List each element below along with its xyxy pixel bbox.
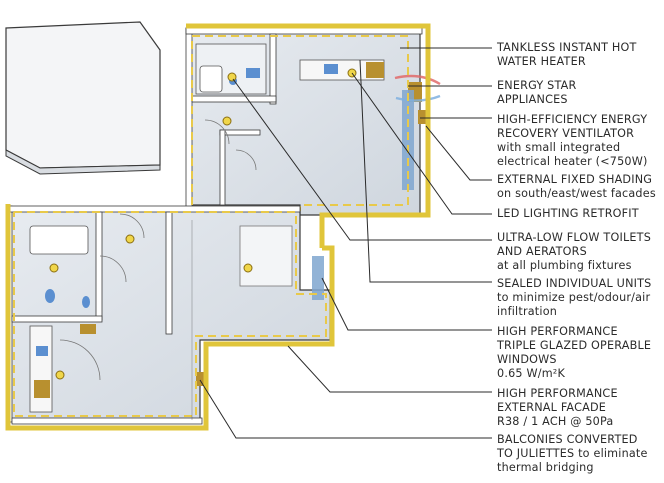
leader-low-flow: [232, 78, 492, 241]
leader-lines: [199, 47, 492, 439]
callout-tankless: TANKLESS INSTANT HOT WATER HEATER: [497, 41, 637, 68]
leader-facade: [287, 345, 492, 393]
leader-shading: [425, 125, 492, 181]
adjacent-building: [5, 21, 161, 175]
callout-list: TANKLESS INSTANT HOT WATER HEATER ENERGY…: [497, 0, 664, 483]
leader-balconies: [199, 379, 492, 439]
upper-unit: [185, 27, 441, 216]
callout-erv: HIGH-EFFICIENCY ENERGY RECOVERY VENTILAT…: [497, 113, 648, 168]
leader-sealed: [359, 59, 492, 283]
callout-shading: EXTERNAL FIXED SHADING on south/east/wes…: [497, 173, 656, 200]
leader-windows: [321, 277, 492, 331]
callout-energy-star: ENERGY STAR APPLIANCES: [497, 79, 577, 106]
callout-sealed: SEALED INDIVIDUAL UNITS to minimize pest…: [497, 277, 652, 318]
callout-low-flow: ULTRA-LOW FLOW TOILETS AND AERATORS at a…: [497, 231, 652, 272]
callout-led: LED LIGHTING RETROFIT: [497, 207, 639, 220]
lower-unit: [5, 205, 331, 425]
callout-balconies: BALCONIES CONVERTED TO JULIETTES to elim…: [497, 433, 648, 474]
callout-windows: HIGH PERFORMANCE TRIPLE GLAZED OPERABLE …: [497, 325, 652, 380]
leader-led: [351, 72, 492, 215]
callout-facade: HIGH PERFORMANCE EXTERNAL FACADE R38 / 1…: [497, 387, 618, 428]
